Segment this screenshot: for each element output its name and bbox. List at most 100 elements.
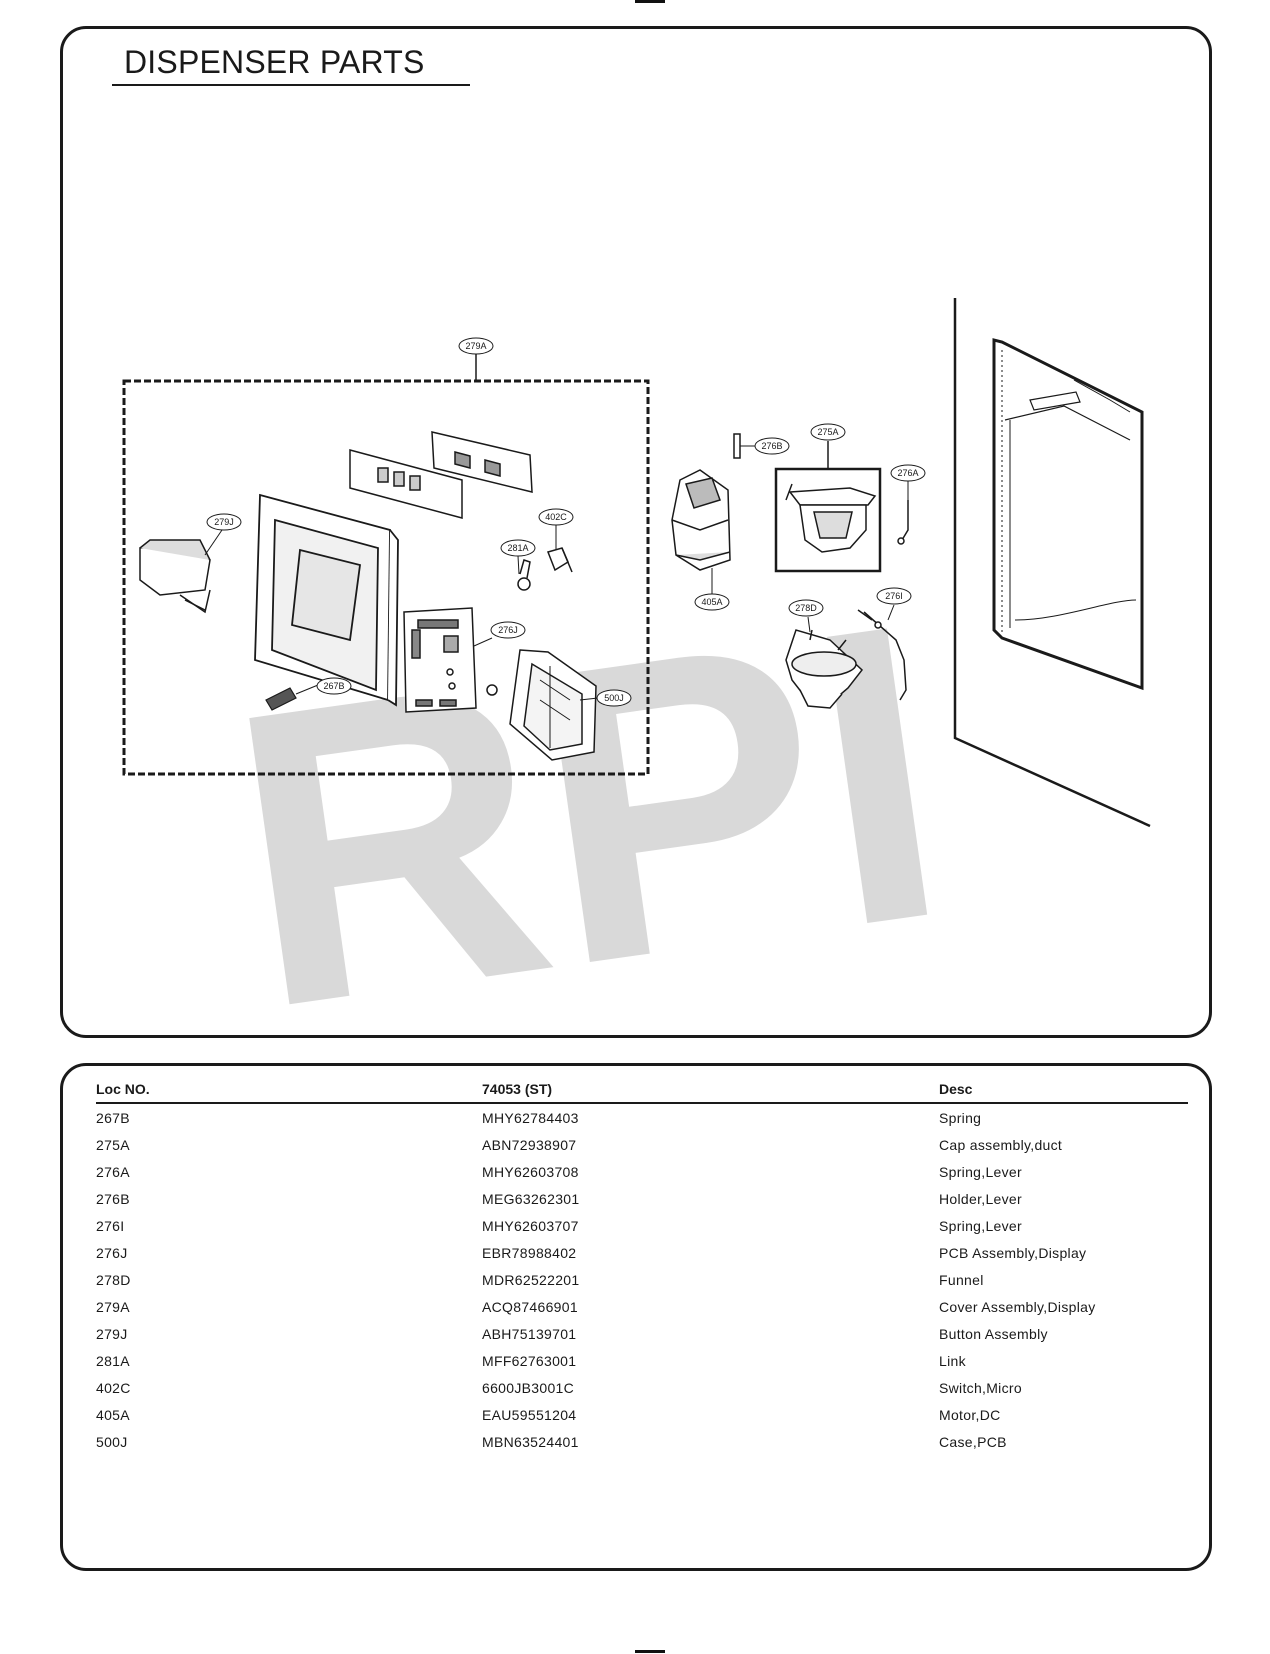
callout-275A: 275A: [810, 423, 846, 441]
table-row: 500J MBN63524401 Case,PCB: [96, 1428, 1188, 1455]
table-row: 276I MHY62603707 Spring,Lever: [96, 1212, 1188, 1239]
svg-text:276I: 276I: [885, 591, 903, 601]
cell-loc: 276B: [96, 1190, 130, 1207]
cell-desc: Button Assembly: [939, 1325, 1048, 1342]
dc-motor-part: [671, 469, 731, 571]
page-bottom-mark: [635, 1650, 665, 1653]
link-part: [517, 559, 531, 591]
callout-276B: 276B: [754, 437, 790, 455]
cell-loc: 275A: [96, 1136, 130, 1153]
cell-loc: 500J: [96, 1433, 128, 1450]
cell-desc: Case,PCB: [939, 1433, 1007, 1450]
cell-part: EAU59551204: [482, 1406, 577, 1423]
pcb-case-part: [486, 649, 597, 761]
svg-text:276J: 276J: [498, 625, 518, 635]
title-underline: [112, 84, 470, 86]
micro-switch-part: [547, 547, 573, 573]
cell-part: 6600JB3001C: [482, 1379, 575, 1396]
lever-holder-part: [733, 433, 741, 459]
cell-part: ABN72938907: [482, 1136, 577, 1153]
callout-276J: 276J: [490, 621, 526, 639]
cell-desc: Switch,Micro: [939, 1379, 1022, 1396]
cell-desc: Cover Assembly,Display: [939, 1298, 1096, 1315]
refrigerator-door-outline: [953, 298, 1151, 828]
parts-table-frame: [60, 1063, 1212, 1571]
display-panel: [349, 431, 533, 519]
svg-text:281A: 281A: [507, 543, 528, 553]
cell-desc: Motor,DC: [939, 1406, 1001, 1423]
table-body: 267B MHY62784403 Spring 275A ABN72938907 Cap…: [96, 1103, 1188, 1455]
callout-405A: 405A: [694, 593, 730, 611]
cell-part: MEG63262301: [482, 1190, 580, 1207]
cell-part: MHY62603708: [482, 1163, 579, 1180]
cell-part: MHY62603707: [482, 1217, 579, 1234]
cell-desc: Funnel: [939, 1271, 984, 1288]
cell-part: MBN63524401: [482, 1433, 579, 1450]
cell-loc: 279A: [96, 1298, 130, 1315]
table-row: 402C 6600JB3001C Switch,Micro: [96, 1374, 1188, 1401]
cell-desc: Cap assembly,duct: [939, 1136, 1063, 1153]
callout-276I: 276I: [876, 587, 912, 605]
table-row: 405A EAU59551204 Motor,DC: [96, 1401, 1188, 1428]
cover-assembly-box: [122, 379, 650, 776]
callout-276A: 276A: [890, 464, 926, 482]
callout-278D: 278D: [788, 599, 824, 617]
svg-text:405A: 405A: [701, 597, 722, 607]
cell-part: ABH75139701: [482, 1325, 577, 1342]
svg-text:267B: 267B: [323, 681, 344, 691]
display-pcb-part: [403, 607, 477, 713]
table-row: 278D MDR62522201 Funnel: [96, 1266, 1188, 1293]
table-header-row: Loc NO. 74053 (ST) Desc: [96, 1079, 1188, 1104]
header-description: Desc: [939, 1079, 1188, 1104]
cell-part: MHY62784403: [482, 1109, 579, 1126]
table-row: 279J ABH75139701 Button Assembly: [96, 1320, 1188, 1347]
header-part-number: 74053 (ST): [482, 1079, 939, 1104]
spring-part: [265, 687, 297, 711]
header-loc-no: Loc NO.: [96, 1079, 482, 1104]
callout-279A: 279A: [458, 337, 494, 355]
cell-part: EBR78988402: [482, 1244, 577, 1261]
cell-part: MFF62763001: [482, 1352, 577, 1369]
table-row: 267B MHY62784403 Spring: [96, 1103, 1188, 1131]
cell-part: MDR62522201: [482, 1271, 580, 1288]
table-row: 276J EBR78988402 PCB Assembly,Display: [96, 1239, 1188, 1266]
diagram-frame: [60, 26, 1212, 1038]
cell-loc: 278D: [96, 1271, 131, 1288]
cell-desc: Spring: [939, 1109, 982, 1126]
svg-text:279J: 279J: [214, 517, 234, 527]
cell-loc: 279J: [96, 1325, 128, 1342]
callout-500J: 500J: [596, 689, 632, 707]
cell-desc: Spring,Lever: [939, 1163, 1022, 1180]
funnel-part: [785, 629, 864, 709]
cell-loc: 267B: [96, 1109, 130, 1126]
table-row: 275A ABN72938907 Cap assembly,duct: [96, 1131, 1188, 1158]
cell-loc: 402C: [96, 1379, 131, 1396]
duct-cap-part: [785, 483, 877, 553]
table-row: 276B MEG63262301 Holder,Lever: [96, 1185, 1188, 1212]
cell-part: ACQ87466901: [482, 1298, 578, 1315]
callout-402C: 402C: [538, 508, 574, 526]
svg-text:275A: 275A: [817, 427, 838, 437]
lever-spring-part: [897, 500, 909, 545]
svg-text:276B: 276B: [761, 441, 782, 451]
svg-text:279A: 279A: [465, 341, 486, 351]
display-cover-frame: [254, 493, 399, 707]
cell-desc: Holder,Lever: [939, 1190, 1022, 1207]
svg-text:278D: 278D: [795, 603, 817, 613]
svg-text:500J: 500J: [604, 693, 624, 703]
cell-loc: 405A: [96, 1406, 130, 1423]
cell-desc: Spring,Lever: [939, 1217, 1022, 1234]
table-row: 279A ACQ87466901 Cover Assembly,Display: [96, 1293, 1188, 1320]
page-title: DISPENSER PARTS: [124, 44, 425, 80]
cell-loc: 276I: [96, 1217, 125, 1234]
cell-loc: 276J: [96, 1244, 128, 1261]
cell-desc: PCB Assembly,Display: [939, 1244, 1087, 1261]
button-assembly-part: [139, 539, 211, 614]
svg-text:276A: 276A: [897, 468, 918, 478]
cell-desc: Link: [939, 1352, 966, 1369]
callout-281A: 281A: [500, 539, 536, 557]
exploded-parts-diagram: RPI: [122, 298, 1151, 1060]
svg-text:402C: 402C: [545, 512, 567, 522]
callout-279J: 279J: [206, 513, 242, 531]
